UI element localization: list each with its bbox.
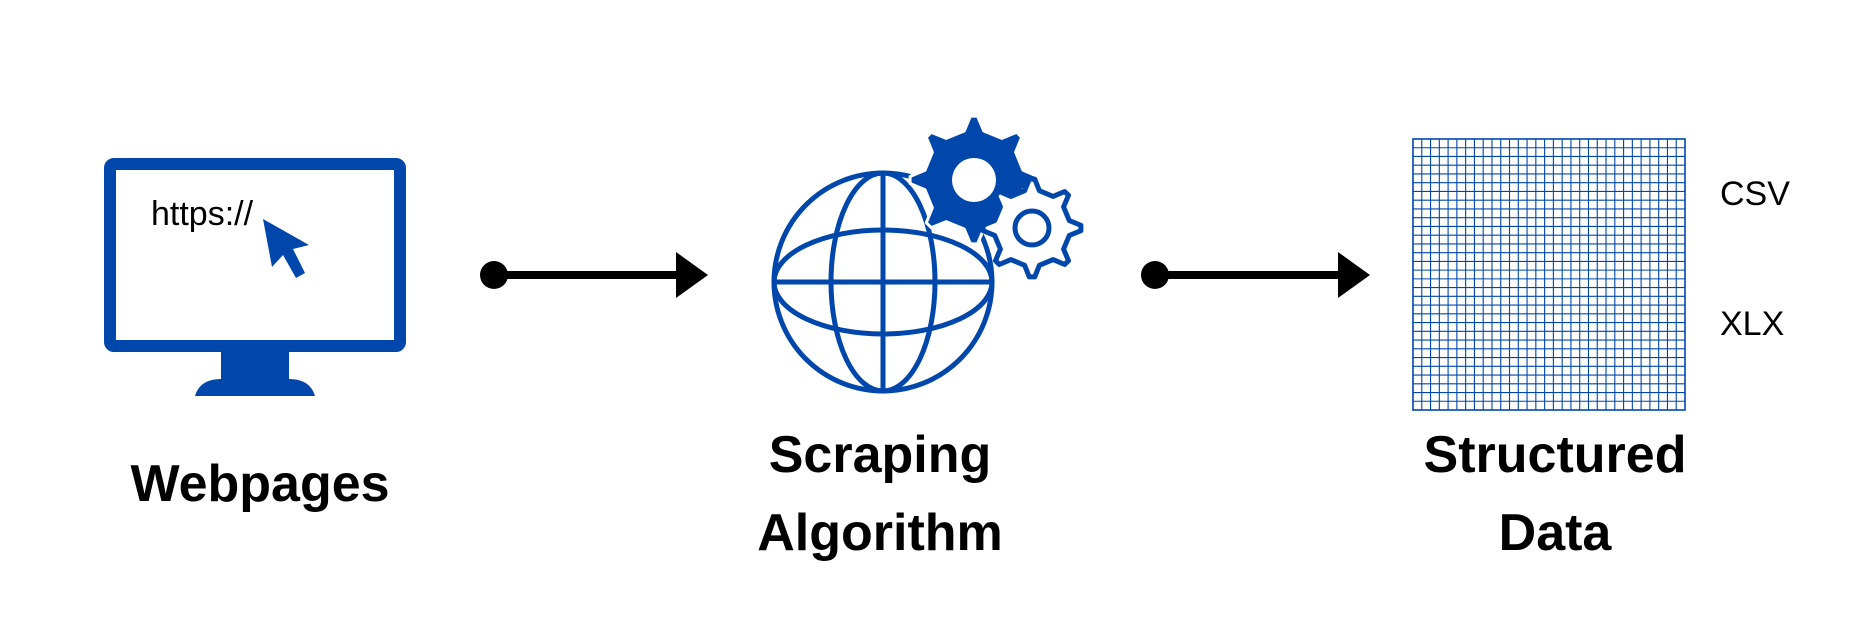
cursor-arrow-icon xyxy=(263,219,309,278)
label-scraping-line-2: Algorithm xyxy=(757,504,1003,562)
format-csv: CSV xyxy=(1720,175,1790,213)
label-structured-line-1: Structured xyxy=(1423,426,1687,484)
arrow-2 xyxy=(1141,252,1370,298)
arrow-1 xyxy=(480,252,708,298)
monitor-base xyxy=(195,379,315,396)
url-text: https:// xyxy=(151,195,254,233)
label-webpages: Webpages xyxy=(130,455,390,513)
monitor-screen xyxy=(104,158,406,352)
arrow-2-head xyxy=(1338,252,1370,298)
gear-large-hole xyxy=(952,158,996,202)
arrow-1-head xyxy=(676,252,708,298)
gear-small-icon xyxy=(980,176,1084,280)
label-scraping-line-1: Scraping xyxy=(768,426,992,484)
grid-icon xyxy=(1412,138,1686,411)
monitor-neck xyxy=(221,352,289,380)
format-xlx: XLX xyxy=(1720,305,1785,343)
grid-border xyxy=(1412,138,1686,411)
gear-small-hole xyxy=(1012,208,1052,248)
globe-icon xyxy=(771,170,995,394)
label-structured-line-2: Data xyxy=(1498,504,1612,562)
monitor-icon xyxy=(104,158,406,396)
